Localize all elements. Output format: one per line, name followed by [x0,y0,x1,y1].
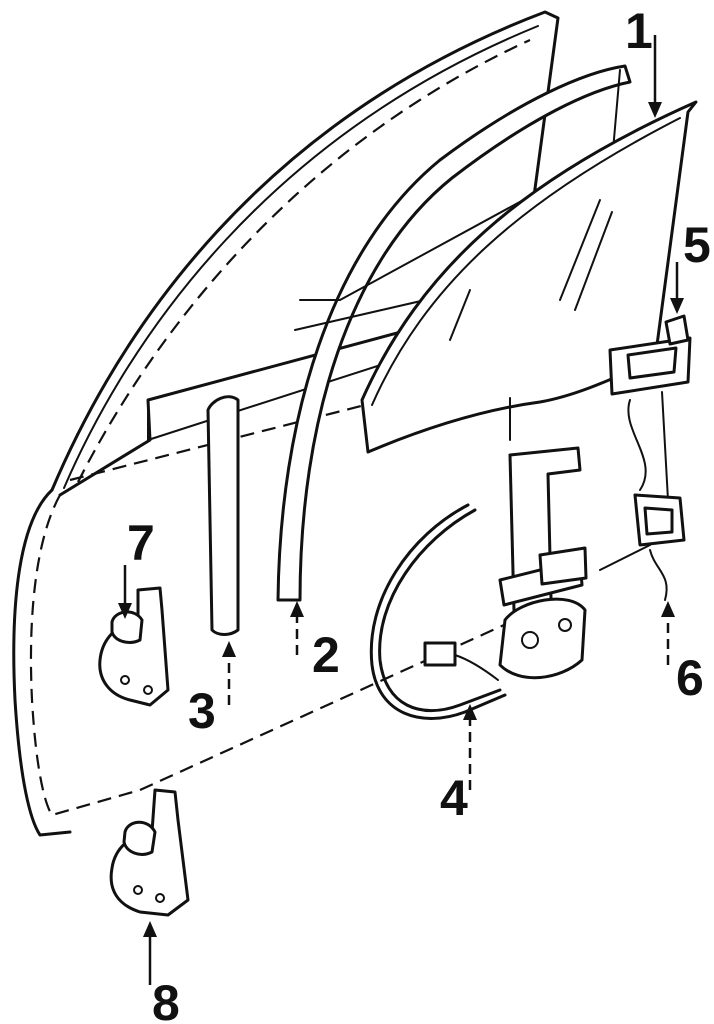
door-lock [599,493,686,601]
callout-4: 4 [440,770,468,826]
door-handle [608,314,692,501]
leader-lines [118,35,684,985]
callout-7: 7 [127,515,155,571]
callout-5: 5 [683,217,711,273]
callout-1: 1 [625,3,653,59]
callout-3: 3 [188,683,216,739]
lower-hinge [109,788,190,917]
window-glass [360,100,698,454]
window-regulator [369,446,588,720]
callout-2: 2 [312,627,340,683]
callout-labels: 1 2 3 4 5 6 7 8 [127,3,711,1024]
upper-hinge [98,586,170,707]
callout-6: 6 [676,650,704,706]
door-shell [12,10,560,837]
division-strip [206,395,240,636]
callout-8: 8 [152,975,180,1024]
